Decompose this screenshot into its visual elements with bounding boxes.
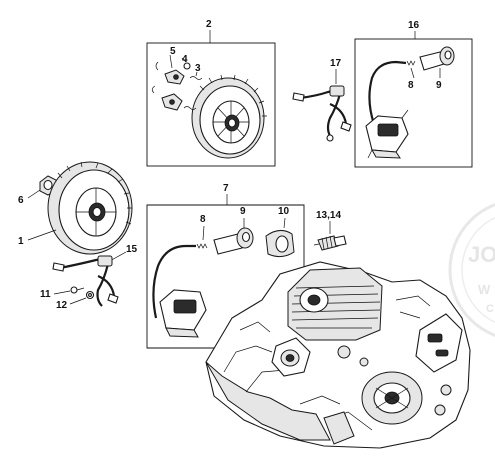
- callout-13-14: 13,14: [316, 210, 341, 221]
- callout-1: 1: [18, 236, 24, 247]
- washer-12: [85, 290, 95, 300]
- pawl-5: [155, 61, 185, 85]
- watermark-seal: JO W C: [448, 203, 495, 337]
- callout-12: 12: [56, 300, 68, 311]
- wire-harness-17: 17: [292, 58, 352, 142]
- flywheel-1: [47, 161, 133, 255]
- callout-9: 9: [240, 206, 246, 217]
- box-2-flywheel-kit: 2 5 4: [146, 19, 276, 167]
- spring-8-top: [406, 60, 416, 66]
- callout-4: 4: [182, 54, 188, 65]
- callout-7: 7: [223, 183, 229, 194]
- coil-module-top: [365, 109, 409, 159]
- cylinder-fins: [287, 267, 383, 341]
- pawl-lower: [151, 85, 197, 111]
- callout-16: 16: [408, 20, 420, 31]
- callout-9-top: 9: [436, 80, 442, 91]
- washer-4: [183, 62, 191, 70]
- wire-harness-15: 15: [52, 244, 138, 307]
- svg-text:JO: JO: [468, 242, 495, 267]
- cap-10: [265, 230, 295, 258]
- callout-3: 3: [195, 63, 201, 74]
- engine-housing: [205, 261, 471, 449]
- callout-10: 10: [278, 206, 290, 217]
- box-16-ignition-module: 16 8 9: [354, 20, 473, 168]
- callout-17: 17: [330, 58, 342, 69]
- boot-9-top: [419, 46, 455, 71]
- callout-5: 5: [170, 46, 176, 57]
- callout-15: 15: [126, 244, 138, 255]
- flywheel-2: [191, 74, 267, 159]
- spring-3: [189, 76, 203, 80]
- box-7-ignition-kit: 7 8 9 10: [146, 183, 305, 349]
- svg-text:W: W: [478, 282, 491, 297]
- callout-11: 11: [40, 289, 51, 300]
- screw-11: [70, 286, 85, 294]
- boot-9: [213, 227, 254, 255]
- coil-module: [159, 289, 207, 338]
- callout-2: 2: [206, 19, 212, 30]
- callout-8: 8: [200, 214, 206, 225]
- callout-8-top: 8: [408, 80, 414, 91]
- callout-6: 6: [18, 195, 24, 206]
- spark-plug-13-14: 13,14: [313, 210, 347, 251]
- spring-8: [196, 243, 208, 249]
- svg-text:C: C: [486, 303, 494, 315]
